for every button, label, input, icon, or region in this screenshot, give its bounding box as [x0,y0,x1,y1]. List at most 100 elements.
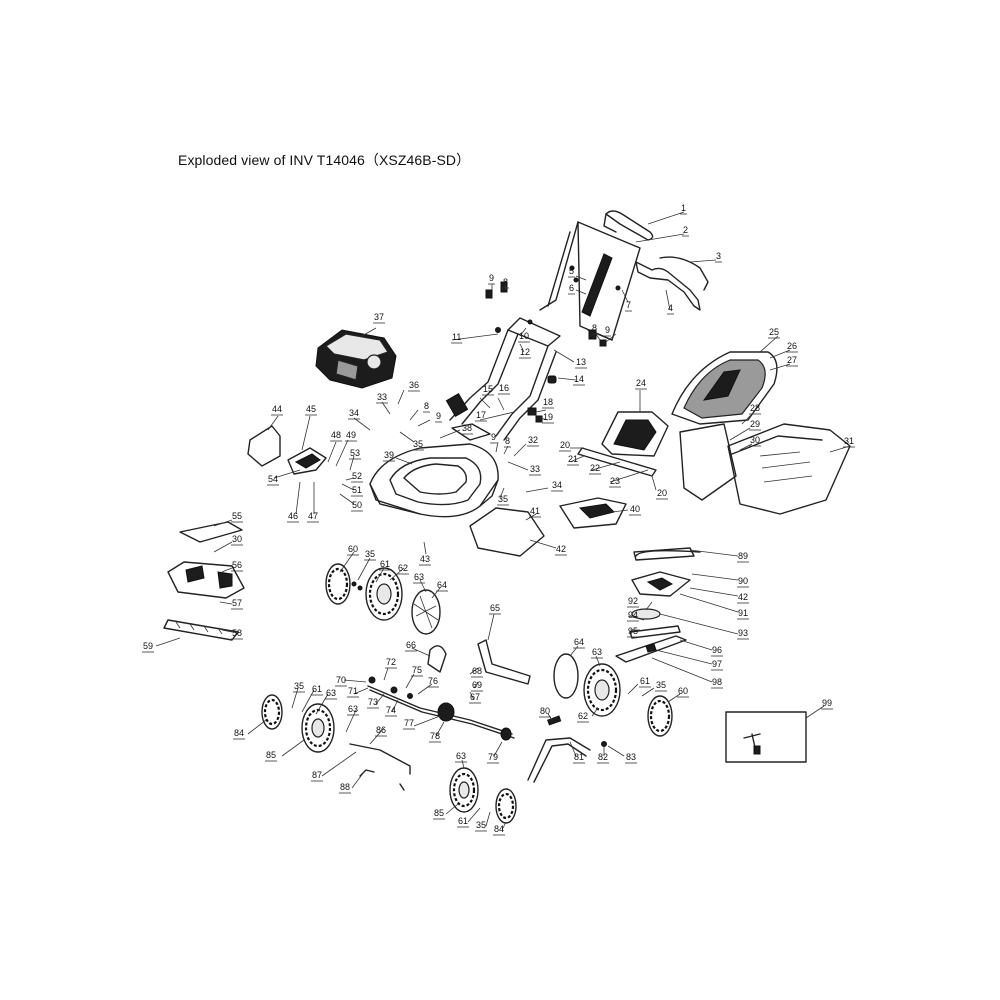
callout-64b: 64 [574,637,584,647]
callout-62b: 62 [578,711,588,721]
callout-76: 76 [428,676,438,686]
callout-94: 94 [628,610,638,620]
callout-31: 31 [844,436,854,446]
callout-42b: 42 [738,592,748,602]
callout-97: 97 [712,659,722,669]
callout-18: 18 [543,397,553,407]
callout-85b: 85 [434,808,444,818]
callout-92: 92 [628,596,638,606]
callout-labels: 1 2 3 4 5 6 7 8 9 8 9 10 11 12 13 14 15 … [142,203,856,836]
callout-81: 81 [574,752,584,762]
callout-36: 36 [409,380,419,390]
callout-86: 86 [376,725,386,735]
callout-74: 74 [386,705,396,715]
callout-50: 50 [352,500,362,510]
callout-7: 7 [626,300,631,310]
callout-21: 21 [568,454,578,464]
callout-87: 87 [312,770,322,780]
callout-89: 89 [738,551,748,561]
callout-33b: 33 [530,464,540,474]
callout-82: 82 [598,752,608,762]
callout-47: 47 [308,511,318,521]
callout-30b: 30 [232,534,242,544]
callout-9d: 9 [491,432,496,442]
side-covers [247,425,627,557]
callout-14: 14 [574,374,584,384]
callout-11: 11 [452,332,461,342]
toolkit-box [725,711,807,763]
callout-24: 24 [636,378,646,388]
callout-6: 6 [569,283,574,293]
callout-17: 17 [476,410,486,420]
callout-12: 12 [520,347,530,357]
wheels [261,563,673,824]
callout-65: 65 [490,603,500,613]
callout-35e: 35 [294,681,304,691]
mulch-plug [163,521,245,641]
callout-38: 38 [462,423,472,433]
callout-61: 61 [380,559,390,569]
callout-29: 29 [750,419,760,429]
callout-54: 54 [268,474,278,484]
callout-10: 10 [519,331,529,341]
callout-5: 5 [569,266,574,276]
callout-34b: 34 [552,480,562,490]
callout-83: 83 [626,752,636,762]
callout-30: 30 [750,435,760,445]
callout-39: 39 [384,450,394,460]
callout-90: 90 [738,576,748,586]
callout-23: 23 [610,476,620,486]
callout-8c: 8 [424,401,429,411]
callout-44: 44 [272,404,282,414]
callout-35d: 35 [656,680,666,690]
callout-32: 32 [528,435,538,445]
callout-99: 99 [822,698,832,708]
callout-51: 51 [352,485,362,495]
grass-catcher [577,351,851,515]
callout-25: 25 [769,327,779,337]
callout-75: 75 [412,665,422,675]
callout-55: 55 [232,511,242,521]
belt-pulley [635,549,701,557]
callout-91: 91 [738,608,748,618]
callout-73: 73 [368,697,378,707]
callout-93: 93 [738,628,748,638]
callout-40: 40 [630,504,640,514]
diagram-title: Exploded view of INV T14046（XSZ46B-SD） [178,152,471,168]
callout-71: 71 [348,686,358,696]
callout-1: 1 [681,203,686,213]
callout-59: 59 [143,641,153,651]
callout-63: 63 [414,572,424,582]
callout-64: 64 [437,580,447,590]
blade-assembly [615,547,695,663]
callout-96: 96 [712,645,722,655]
leader-lines [155,211,851,831]
callout-69: 69 [472,680,482,690]
callout-63b: 63 [592,647,602,657]
callout-72: 72 [386,657,396,667]
callout-42: 42 [556,544,566,554]
callout-49: 49 [346,430,356,440]
callout-28: 28 [750,403,760,413]
callout-66: 66 [406,640,416,650]
callout-60: 60 [348,544,358,554]
engine [315,329,397,389]
callout-61c: 61 [312,684,322,694]
callout-88: 88 [340,782,350,792]
callout-53: 53 [350,448,360,458]
callout-46: 46 [288,511,298,521]
callout-9b: 9 [605,325,610,335]
callout-15: 15 [483,384,493,394]
callout-77: 77 [404,718,414,728]
callout-34: 34 [349,408,359,418]
callout-84: 84 [234,728,244,738]
callout-61b: 61 [640,676,650,686]
callout-8b: 8 [592,323,597,333]
callout-98: 98 [712,677,722,687]
callout-26: 26 [787,341,797,351]
drive-system [349,581,607,791]
callout-8: 8 [503,277,508,287]
callout-41: 41 [530,506,540,516]
callout-79: 79 [488,752,498,762]
